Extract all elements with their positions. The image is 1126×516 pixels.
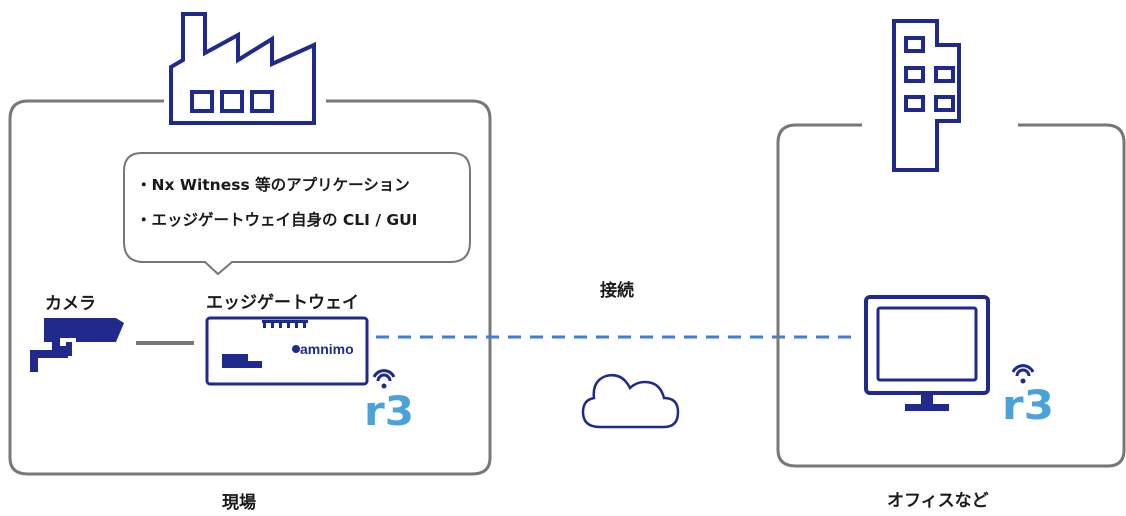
factory-icon xyxy=(169,12,316,125)
site-label: 現場 xyxy=(222,493,256,513)
building-icon xyxy=(892,19,961,172)
office-frame xyxy=(776,123,1126,468)
r3-logo-icon-site xyxy=(372,369,396,389)
r3-logo-icon-office xyxy=(1011,364,1035,384)
gateway-device-icon xyxy=(205,316,369,386)
r3-logo-text-office: r3 xyxy=(1002,383,1054,429)
site-frame xyxy=(8,99,492,476)
gateway-label: エッジゲートウェイ xyxy=(206,293,359,313)
office-label: オフィスなど xyxy=(887,491,989,511)
r3-logo-text-site: r3 xyxy=(364,389,414,435)
connection-label: 接続 xyxy=(600,281,634,301)
bubble-line-1: ・Nx Witness 等のアプリケーション xyxy=(136,176,410,194)
camera-label: カメラ xyxy=(45,294,96,314)
camera-icon xyxy=(30,318,124,372)
speech-bubble xyxy=(123,152,471,276)
cloud-icon xyxy=(581,374,680,429)
monitor-icon xyxy=(864,295,990,411)
bubble-line-2: ・エッジゲートウェイ自身の CLI / GUI xyxy=(136,211,418,229)
gateway-brand-text: amnimo xyxy=(300,341,354,357)
